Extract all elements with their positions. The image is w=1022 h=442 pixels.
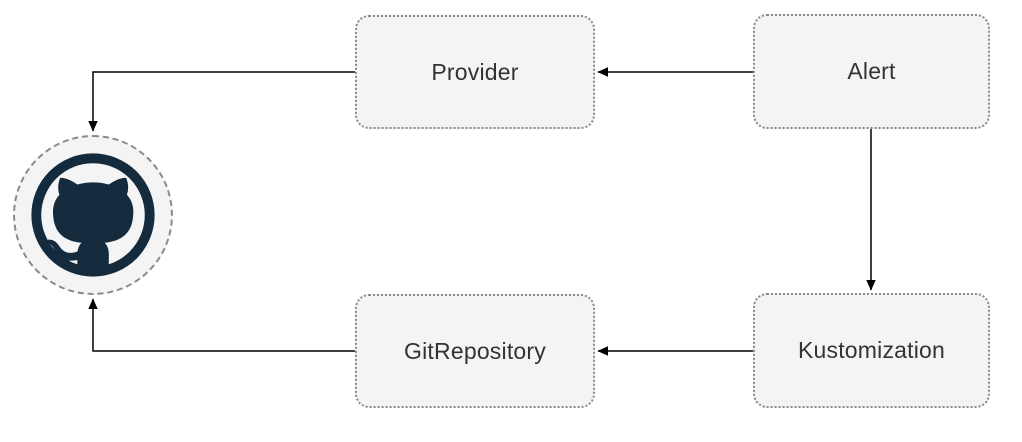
node-provider: Provider <box>355 15 595 129</box>
node-alert: Alert <box>753 14 990 129</box>
edge-provider-github <box>88 71 355 132</box>
github-node <box>13 135 173 295</box>
node-gitrepository-label: GitRepository <box>404 337 546 364</box>
node-kustomization-label: Kustomization <box>797 337 946 363</box>
github-octocat-icon <box>31 153 155 277</box>
node-gitrepository: GitRepository <box>355 294 595 408</box>
node-provider-label: Provider <box>431 58 519 85</box>
edge-gitrepository-github <box>88 298 355 352</box>
node-kustomization: Kustomization <box>753 293 990 408</box>
node-alert-label: Alert <box>847 58 896 84</box>
